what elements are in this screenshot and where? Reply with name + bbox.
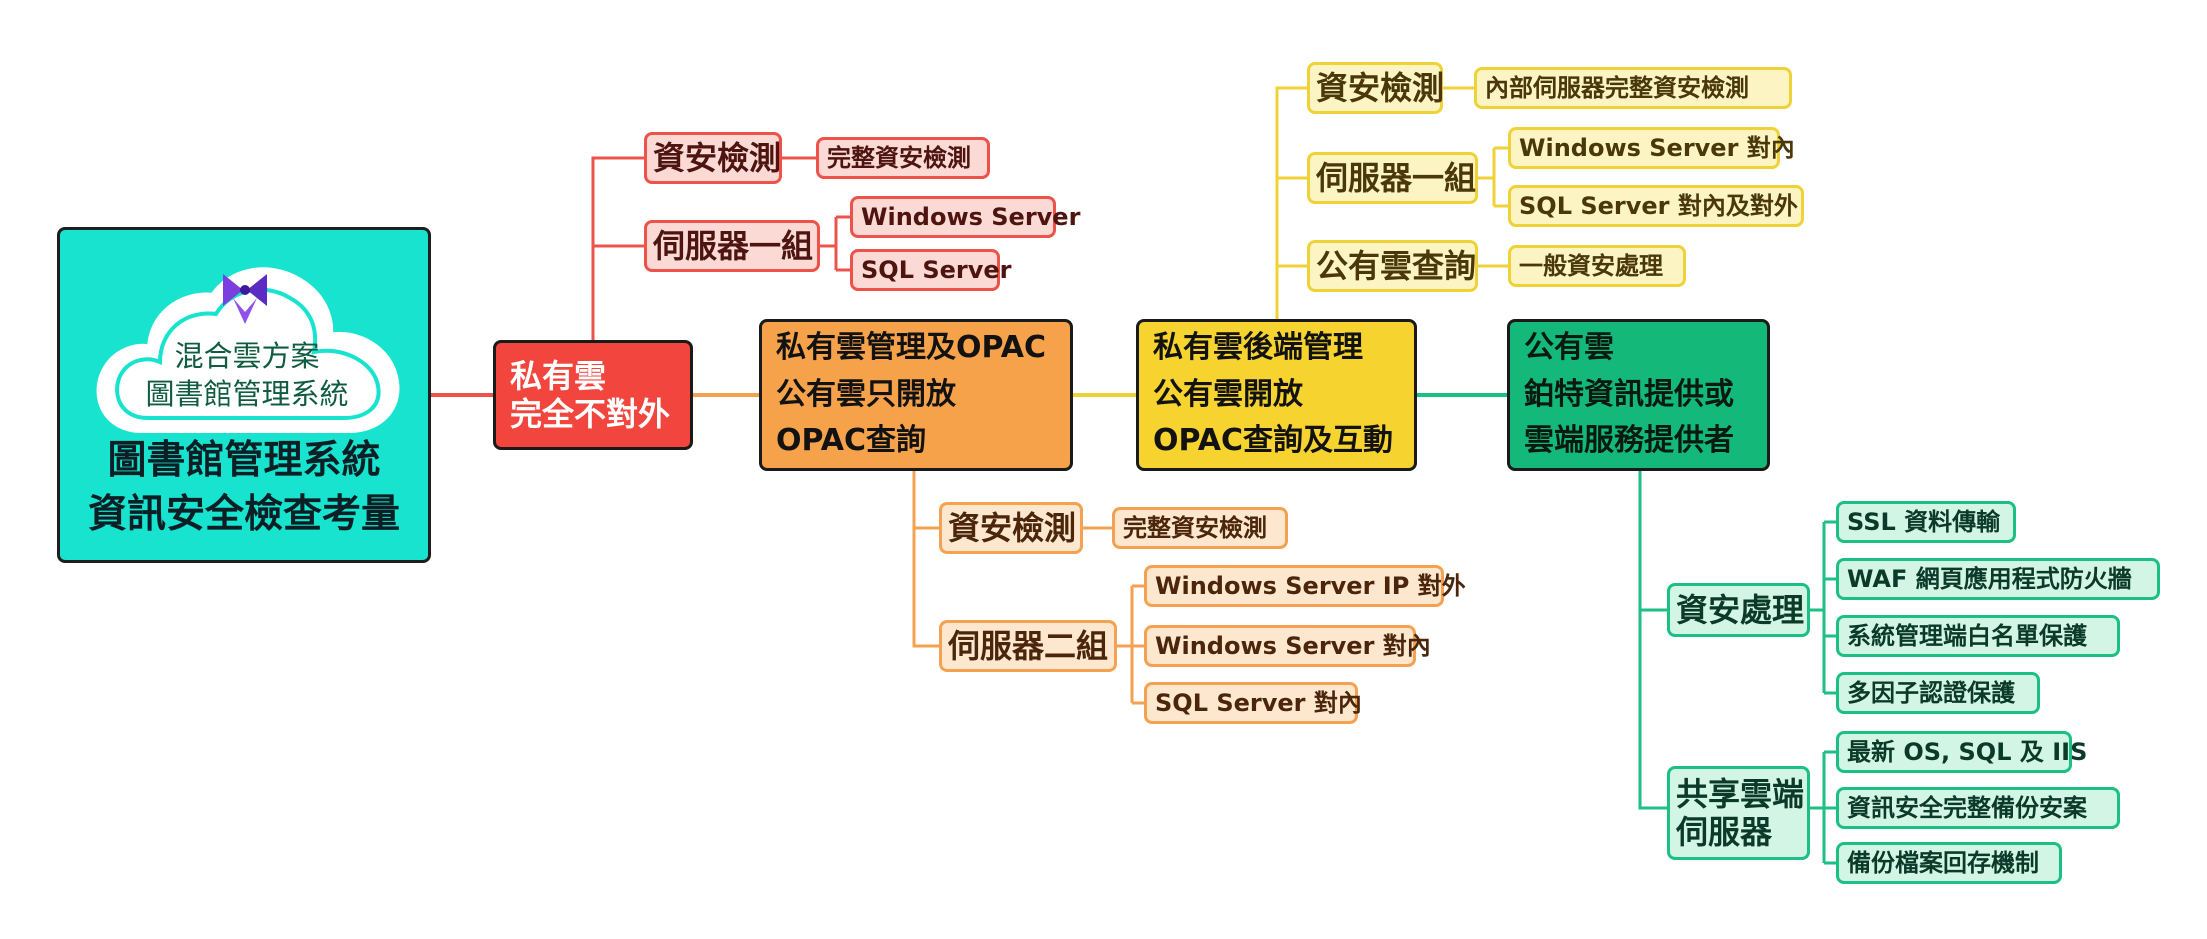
private-server-item-2-label: SQL Server [861, 255, 1012, 284]
hybrid-cloud-logo-icon [223, 274, 267, 324]
interactive-security-item: 內部伺服器完整資安檢測 [1474, 67, 1792, 109]
stage-opac-line1: 私有雲管理及OPAC [776, 330, 1046, 366]
private-server-item-1-label: Windows Server [861, 202, 1081, 231]
public-security-item-4-label: 多因子認證保護 [1847, 678, 2015, 707]
cloud-label-line2: 圖書館管理系統 [145, 376, 349, 411]
private-server-item-2: SQL Server [850, 249, 1012, 291]
public-shared-item-1-label: 最新 OS, SQL 及 IIS [1847, 737, 2088, 766]
opac-security-item-label: 完整資安檢測 [1123, 513, 1267, 542]
stage-interactive-line1: 私有雲後端管理 [1153, 330, 1363, 366]
opac-security-item: 完整資安檢測 [1112, 507, 1288, 549]
cloud-label-line1: 混合雲方案 [174, 339, 320, 373]
public-security-item-1: SSL 資料傳輸 [1836, 501, 2016, 543]
opac-server-item-3-label: SQL Server 對內 [1155, 688, 1362, 717]
stage-public-line2: 鉑特資訊提供或 [1524, 376, 1734, 412]
root-node: 混合雲方案 圖書館管理系統 圖書館管理系統 資訊安全檢查考量 [57, 227, 431, 563]
opac-servers-node: 伺服器二組 [939, 620, 1117, 672]
interactive-security-item-label: 內部伺服器完整資安檢測 [1485, 73, 1749, 102]
public-security-item-4: 多因子認證保護 [1836, 672, 2040, 714]
interactive-cloud-query-item-label: 一般資安處理 [1519, 251, 1663, 280]
stage-private-line2: 完全不對外 [510, 395, 671, 433]
stage-private-cloud: 私有雲 完全不對外 [493, 340, 693, 450]
stage-opac-line2: 公有雲只開放 [776, 376, 956, 412]
interactive-security-node: 資安檢測 [1307, 62, 1445, 114]
stage-public-line3: 雲端服務提供者 [1524, 423, 1734, 459]
public-security-item-3: 系統管理端白名單保護 [1836, 615, 2120, 657]
root-title-line2: 資訊安全檢查考量 [87, 492, 400, 538]
public-security-item-3-label: 系統管理端白名單保護 [1847, 621, 2087, 650]
private-security-label: 資安檢測 [653, 138, 782, 177]
opac-server-item-1: Windows Server IP 對外 [1144, 565, 1466, 607]
public-shared-label-line1: 共享雲端 [1676, 774, 1805, 813]
public-security-item-2: WAF 網頁應用程式防火牆 [1836, 558, 2160, 600]
stage-opac: 私有雲管理及OPAC 公有雲只開放 OPAC查詢 [759, 319, 1073, 471]
public-shared-item-3: 備份檔案回存機制 [1836, 842, 2062, 884]
stage-opac-line3: OPAC查詢 [776, 423, 926, 459]
public-security-label: 資安處理 [1676, 590, 1805, 629]
private-security-item: 完整資安檢測 [816, 137, 990, 179]
private-security-node: 資安檢測 [644, 132, 782, 184]
public-shared-node: 共享雲端 伺服器 [1667, 766, 1810, 860]
cloud-icon: 混合雲方案 圖書館管理系統 [90, 258, 404, 440]
root-title-line1: 圖書館管理系統 [107, 438, 381, 484]
interactive-cloud-query-item: 一般資安處理 [1508, 245, 1686, 287]
stage-private-line1: 私有雲 [510, 356, 607, 395]
public-security-node: 資安處理 [1667, 583, 1810, 637]
public-shared-item-3-label: 備份檔案回存機制 [1847, 848, 2039, 877]
interactive-servers-label: 伺服器一組 [1316, 158, 1477, 197]
interactive-security-label: 資安檢測 [1316, 68, 1445, 107]
private-security-item-label: 完整資安檢測 [827, 143, 971, 172]
public-shared-item-2: 資訊安全完整備份安案 [1836, 787, 2120, 829]
private-servers-label: 伺服器一組 [653, 226, 814, 265]
interactive-server-item-1-label: Windows Server 對內 [1519, 133, 1795, 162]
opac-security-label: 資安檢測 [948, 508, 1077, 547]
interactive-cloud-query-node: 公有雲查詢 [1307, 240, 1478, 292]
stage-interactive: 私有雲後端管理 公有雲開放 OPAC查詢及互動 [1136, 319, 1417, 471]
stage-interactive-line2: 公有雲開放 [1153, 376, 1303, 412]
public-security-item-2-label: WAF 網頁應用程式防火牆 [1847, 564, 2132, 593]
stage-public-cloud: 公有雲 鉑特資訊提供或 雲端服務提供者 [1507, 319, 1770, 471]
public-shared-label-line2: 伺服器 [1676, 813, 1773, 851]
public-shared-item-1: 最新 OS, SQL 及 IIS [1836, 731, 2087, 773]
opac-server-item-3: SQL Server 對內 [1144, 682, 1362, 724]
private-servers-node: 伺服器一組 [644, 220, 820, 272]
interactive-server-item-1: Windows Server 對內 [1508, 127, 1795, 169]
interactive-cloud-query-label: 公有雲查詢 [1316, 246, 1477, 285]
stage-public-line1: 公有雲 [1524, 330, 1614, 366]
public-security-item-1-label: SSL 資料傳輸 [1847, 507, 2001, 536]
stage-interactive-line3: OPAC查詢及互動 [1153, 423, 1393, 459]
interactive-servers-node: 伺服器一組 [1307, 152, 1478, 204]
public-shared-item-2-label: 資訊安全完整備份安案 [1847, 793, 2087, 822]
opac-server-item-1-label: Windows Server IP 對外 [1155, 571, 1466, 600]
interactive-server-item-2: SQL Server 對內及對外 [1508, 185, 1804, 227]
opac-server-item-2-label: Windows Server 對內 [1155, 631, 1431, 660]
interactive-server-item-2-label: SQL Server 對內及對外 [1519, 191, 1798, 220]
opac-servers-label: 伺服器二組 [948, 626, 1109, 665]
private-server-item-1: Windows Server [850, 196, 1080, 238]
opac-security-node: 資安檢測 [939, 502, 1083, 554]
opac-server-item-2: Windows Server 對內 [1144, 625, 1431, 667]
